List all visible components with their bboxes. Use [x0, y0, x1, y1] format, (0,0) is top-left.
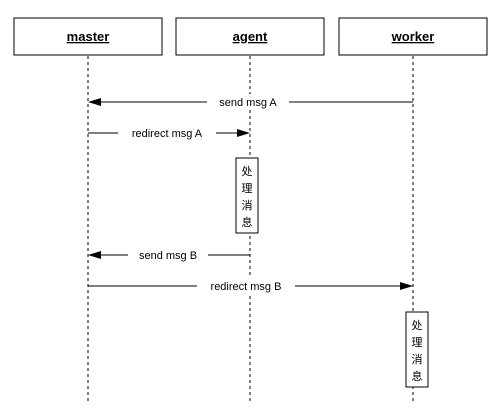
actor-agent: agent: [175, 17, 325, 56]
actor-label-master: master: [67, 29, 110, 44]
note-char: 处: [242, 165, 253, 178]
actor-label-agent: agent: [233, 29, 268, 44]
note-worker: 处 理 消 息: [405, 311, 429, 388]
note-char: 理: [242, 182, 253, 195]
note-char: 处: [412, 319, 423, 332]
arrowhead-left-icon: [88, 251, 101, 259]
message-label: send msg A: [219, 97, 277, 109]
arrowhead-right-icon: [237, 129, 250, 137]
actor-worker: worker: [338, 17, 488, 56]
actor-label-worker: worker: [391, 29, 435, 44]
arrowhead-right-icon: [400, 282, 413, 290]
note-char: 息: [242, 215, 253, 229]
note-char: 理: [412, 336, 423, 349]
message-redirect-msg-a: redirect msg A: [88, 125, 250, 141]
arrowhead-left-icon: [88, 98, 101, 106]
message-redirect-msg-b: redirect msg B: [88, 278, 413, 294]
message-label: redirect msg A: [132, 128, 203, 140]
message-label: redirect msg B: [211, 281, 282, 293]
note-char: 息: [412, 369, 423, 383]
message-send-msg-a: send msg A: [88, 94, 413, 110]
message-label: send msg B: [139, 250, 197, 262]
message-send-msg-b: send msg B: [88, 247, 250, 263]
note-char: 消: [242, 198, 253, 212]
note-char: 消: [412, 352, 423, 366]
note-agent: 处 理 消 息: [235, 157, 259, 234]
actor-master: master: [13, 17, 163, 56]
